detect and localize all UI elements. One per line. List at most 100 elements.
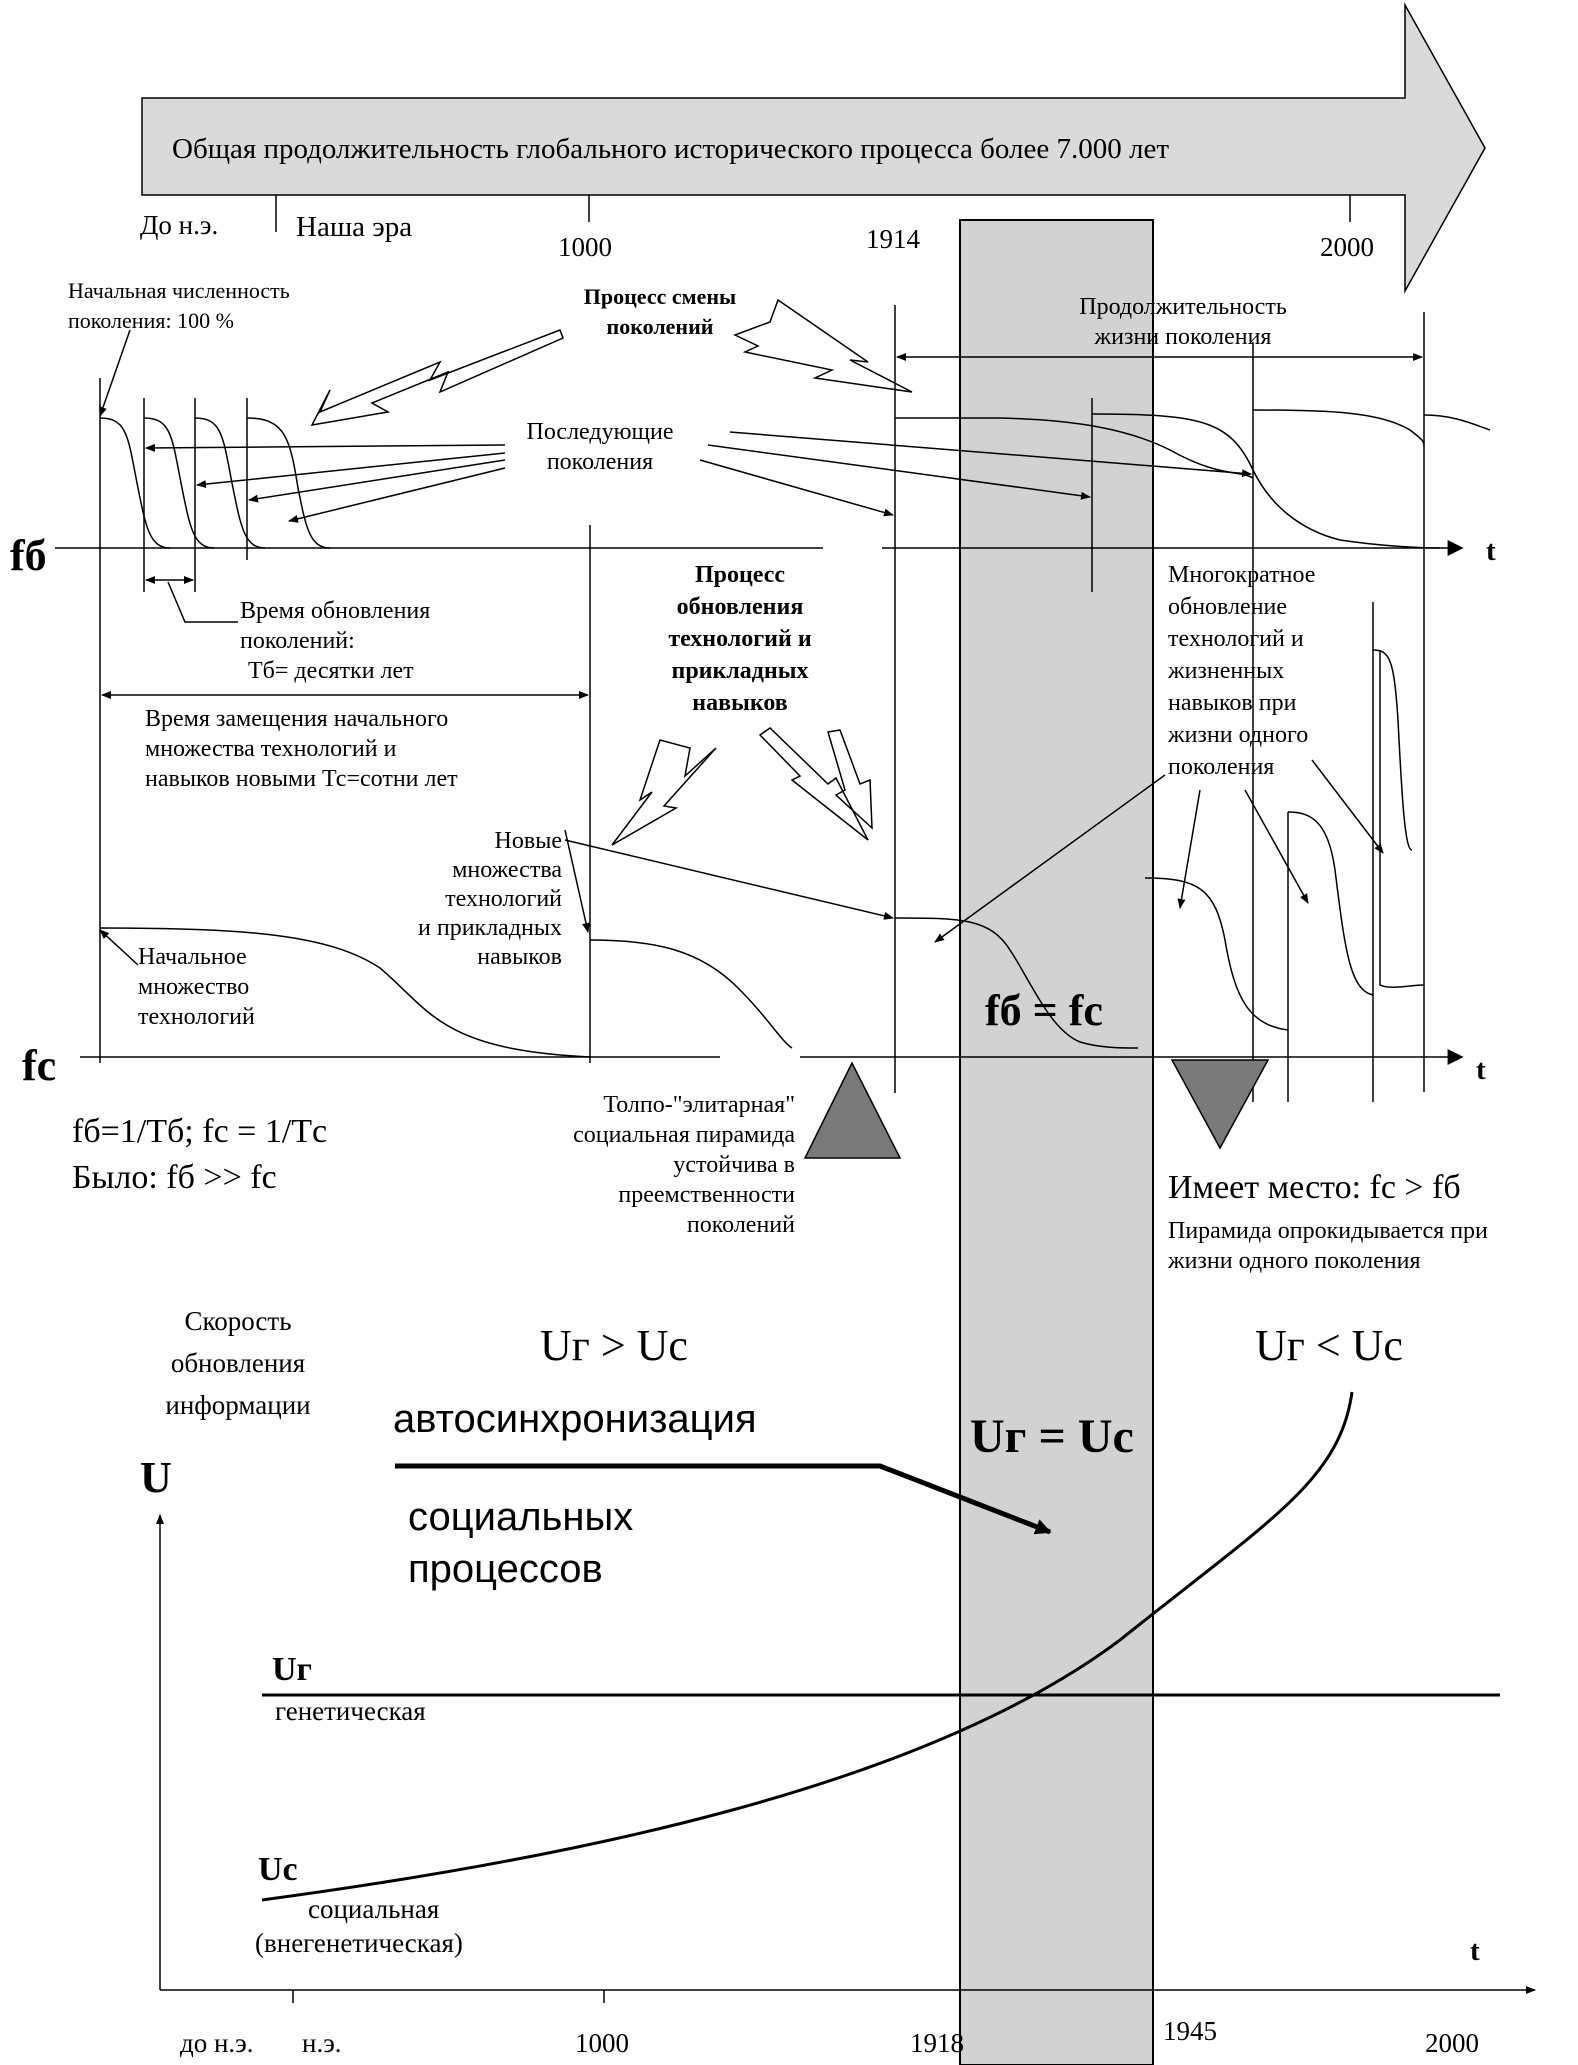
renewal-time-line-3: Тб= десятки лет	[248, 658, 414, 684]
pyramid-stable-line-4: преемственности	[618, 1182, 795, 1208]
lifetime-line-1: Продолжительность	[1079, 294, 1287, 320]
initial-set-line-2: множество	[138, 974, 249, 1000]
banner-bc: До н.э.	[140, 210, 218, 240]
pointer-gen-5	[288, 467, 506, 523]
pyramid-stable-line-5: поколений	[687, 1212, 795, 1238]
label-renewal-time: Время обновления поколений: Тб= десятки …	[240, 598, 430, 684]
multiple-renewal-line-4: жизненных	[1167, 658, 1284, 684]
tech-process-line-1: Процесс	[695, 562, 785, 588]
u-axis-label: U	[140, 1453, 172, 1502]
speed-line-2: обновления	[171, 1348, 305, 1378]
renewal-time-line-1: Время обновления	[240, 598, 430, 624]
banner-2000: 2000	[1320, 232, 1374, 262]
new-sets-line-1: Новые	[495, 828, 562, 854]
multiple-renewal-line-7: поколения	[1168, 754, 1274, 780]
multiple-renewal-line-2: обновление	[1168, 594, 1287, 620]
label-replace-time: Время замещения начального множества тех…	[145, 706, 458, 792]
pyramid-stable-icon	[803, 1061, 902, 1159]
pyramid-flipped-icon	[1170, 1059, 1270, 1150]
autosync-line-2: социальных	[408, 1495, 633, 1539]
label-new-sets: Новые множества технологий и прикладных …	[418, 828, 562, 970]
ug-label: Uг	[272, 1651, 312, 1688]
label-next-gens: Последующие поколения	[526, 419, 673, 475]
initial-count-line-1: Начальная численность	[68, 278, 290, 303]
hollow-arrow-left	[310, 329, 564, 426]
was-relation: Было: fб >> fс	[72, 1159, 277, 1196]
tech-process-line-3: технологий и	[668, 626, 811, 652]
fc-curve-fast-2	[1287, 811, 1374, 996]
replace-time-line-3: навыков новыми Тс=сотни лет	[145, 766, 458, 792]
hollow-arrow-right	[733, 298, 913, 393]
fb-axis-label: fб	[10, 531, 47, 580]
change-process-line-1: Процесс смены	[584, 284, 736, 309]
ug-gt-uc: Uг > Uс	[540, 1321, 688, 1370]
ug-desc: генетическая	[275, 1696, 426, 1726]
tech-process-line-2: обновления	[677, 594, 804, 620]
speed-line-1: Скорость	[184, 1306, 291, 1336]
fb-t-label: t	[1486, 535, 1496, 567]
multiple-renewal-line-1: Многократное	[1168, 562, 1315, 588]
gen-curve-long-4	[1423, 414, 1491, 431]
pointer-multi-2	[1177, 789, 1201, 909]
fc-curve-fast-1	[1144, 877, 1289, 1031]
tech-process-line-4: прикладных	[671, 658, 808, 684]
initial-count-line-2: поколения: 100 %	[68, 308, 234, 333]
pointer-new-sets-1914	[564, 839, 894, 920]
pointer-initial-count	[99, 329, 131, 417]
hollow-arrow-tech-2	[758, 727, 869, 841]
multiple-renewal-line-5: навыков при	[1168, 690, 1297, 716]
label-lifetime: Продолжительность жизни поколения	[1079, 294, 1287, 350]
fb-eq-fc: fб = fс	[985, 986, 1103, 1035]
ug-eq-uc: Uг = Uс	[970, 1410, 1134, 1463]
label-pyramid-stable: Толпо-"элитарная" социальная пирамида ус…	[573, 1092, 795, 1238]
pointer-gen-b	[707, 444, 1091, 500]
fc-axis-label: fс	[22, 1041, 56, 1090]
u-tick-label-2000: 2000	[1425, 2028, 1479, 2058]
formula: fб=1/Tб; fс = 1/Tс	[72, 1113, 327, 1150]
multiple-renewal-line-3: технологий и	[1168, 626, 1304, 652]
u-tick-label-bc: до н.э.	[180, 2028, 254, 2058]
u-tick-label-1945: 1945	[1163, 2016, 1217, 2046]
pointer-initial-set	[99, 929, 139, 966]
pyramid-stable-line-1: Толпо-"элитарная"	[603, 1092, 795, 1118]
gen-curve-long-2	[1091, 413, 1441, 549]
renewal-time-line-2: поколений:	[240, 628, 355, 654]
autosync-line-1: автосинхронизация	[393, 1397, 757, 1441]
label-speed: Скорость обновления информации	[165, 1306, 310, 1420]
replace-time-line-2: множества технологий и	[145, 736, 397, 762]
gen-curve-4	[246, 417, 331, 549]
pointer-multi-1	[934, 774, 1166, 943]
new-sets-line-2: множества	[452, 857, 562, 883]
fc-curve-new	[589, 939, 793, 1049]
now-relation: Имеет место: fс > fб	[1168, 1169, 1461, 1206]
pointer-multi-4	[1311, 759, 1384, 854]
pyramid-flips-line-1: Пирамида опрокидывается при	[1168, 1218, 1488, 1244]
banner-1000: 1000	[558, 232, 612, 262]
pointer-gen-4	[248, 459, 506, 503]
label-pyramid-flips: Пирамида опрокидывается при жизни одного…	[1167, 1218, 1488, 1274]
u-tick-label-ad: н.э.	[302, 2028, 342, 2058]
label-tech-process: Процесс обновления технологий и прикладн…	[668, 562, 811, 716]
banner-1914: 1914	[866, 224, 921, 254]
speed-line-3: информации	[165, 1390, 310, 1420]
pyramid-stable-line-3: устойчива в	[673, 1152, 795, 1178]
uc-desc-2: (внегенетическая)	[255, 1928, 463, 1958]
fc-curve-fast-3	[1372, 649, 1413, 851]
u-t-label: t	[1470, 1935, 1480, 1967]
pointer-gen-c	[729, 431, 1252, 478]
change-process-line-2: поколений	[607, 314, 714, 339]
label-multiple-renewal: Многократное обновление технологий и жиз…	[1167, 562, 1315, 780]
renewal-leader	[167, 581, 238, 623]
label-initial-set: Начальное множество технологий	[138, 944, 255, 1030]
initial-set-line-1: Начальное	[138, 944, 247, 970]
pointer-new-sets-1000	[564, 829, 590, 933]
multiple-renewal-line-6: жизни одного	[1167, 722, 1308, 748]
new-sets-line-5: навыков	[477, 944, 562, 970]
pyramid-flips-line-2: жизни одного поколения	[1167, 1248, 1421, 1274]
new-sets-line-3: технологий	[445, 886, 562, 912]
ug-lt-uc: Uг < Uс	[1255, 1321, 1403, 1370]
label-initial-count: Начальная численность поколения: 100 %	[68, 278, 290, 333]
pointer-gen-2	[145, 443, 506, 452]
uc-label: Uс	[258, 1851, 298, 1888]
